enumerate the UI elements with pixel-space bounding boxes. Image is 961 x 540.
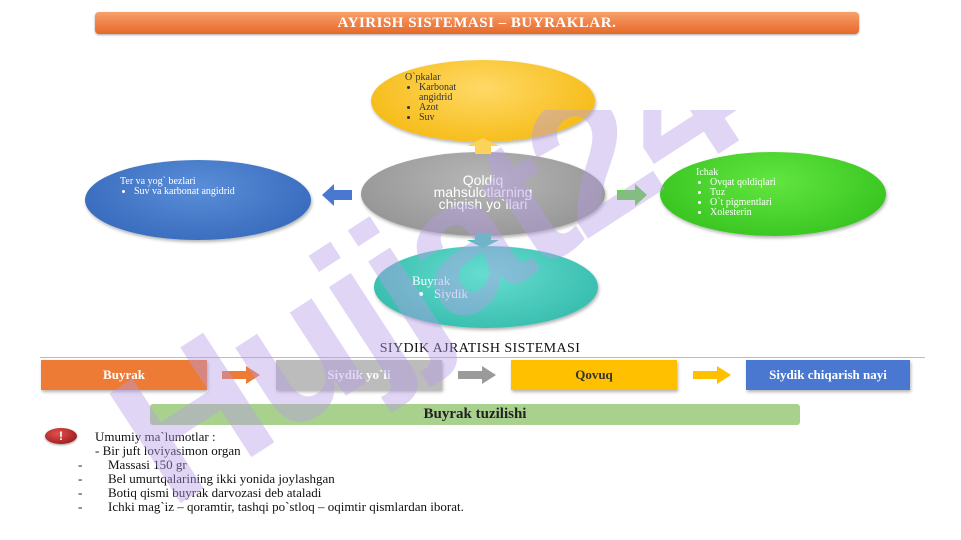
intestine-ellipse	[660, 152, 886, 236]
sweat-item: Suv va karbonat angidrid	[134, 187, 235, 197]
warning-icon: !	[45, 428, 77, 444]
center-text: Qoldiq mahsulotlarning chiqish yo`llari	[361, 172, 605, 212]
dash: -	[78, 457, 83, 472]
kidney-item: Siydik	[434, 287, 468, 300]
info-line-row: - Massasi 150 gr	[78, 458, 187, 472]
kidney-list: Siydik	[412, 287, 468, 300]
arrow-right-icon	[617, 184, 647, 206]
lungs-item: Azot	[419, 103, 489, 113]
info-line: - Bir juft loviyasimon organ	[95, 443, 241, 458]
flow-box-buyrak: Buyrak	[41, 360, 207, 390]
info-line: Massasi 150 gr	[108, 457, 187, 472]
lungs-item: Suv	[419, 113, 489, 123]
lungs-list: Karbonat angidrid Azot Suv	[405, 83, 489, 123]
info-line-row: - Botiq qismi buyrak darvozasi deb atalad…	[78, 486, 321, 500]
intestine-item: Ovqat qoldiqlari	[710, 178, 776, 188]
dash: -	[78, 485, 83, 500]
info-line-row: - Bel umurtqalarining ikki yonida joylash…	[78, 472, 335, 486]
flow-box-yoli: Siydik yo`li	[276, 360, 442, 390]
intestine-item: Tuz	[710, 188, 776, 198]
lungs-text: O`pkalar Karbonat angidrid Azot Suv	[405, 73, 489, 123]
center-ellipse	[361, 152, 605, 236]
intestine-item: O`t pigmentlari	[710, 198, 776, 208]
kidney-heading: Buyrak	[412, 273, 451, 288]
divider	[40, 357, 925, 358]
intestine-list: Ovqat qoldiqlari Tuz O`t pigmentlari Xol…	[696, 178, 776, 218]
lungs-heading: O`pkalar	[405, 72, 441, 83]
center-line: chiqish yo`llari	[438, 196, 528, 212]
lungs-ellipse	[371, 60, 595, 142]
flow-arrow-icon	[693, 366, 731, 384]
sweat-heading: Ter va yog` bezlari	[120, 176, 196, 187]
center-line: Qoldiq	[462, 172, 504, 188]
sweat-glands-ellipse	[85, 160, 311, 240]
info-line: Ichki mag`iz – qoramtir, tashqi po`stloq…	[108, 499, 464, 514]
info-line-row: - Ichki mag`iz – qoramtir, tashqi po`stlo…	[78, 500, 464, 514]
dash: -	[78, 471, 83, 486]
flow-box-nayi: Siydik chiqarish nayi	[746, 360, 910, 390]
intestine-text: Ichak Ovqat qoldiqlari Tuz O`t pigmentla…	[696, 168, 776, 218]
flow-arrow-icon	[222, 366, 260, 384]
section-heading: SIYDIK AJRATISH SISTEMASI	[379, 341, 581, 356]
kidney-text: Buyrak Siydik	[412, 274, 468, 300]
arrow-left-icon	[322, 184, 352, 206]
intestine-heading: Ichak	[696, 167, 719, 178]
dash: -	[78, 499, 83, 514]
info-intro: Umumiy ma`lumotlar :	[95, 429, 216, 444]
sweat-text: Ter va yog` bezlari Suv va karbonat angi…	[120, 177, 235, 197]
sweat-list: Suv va karbonat angidrid	[120, 187, 235, 197]
intestine-item: Xolesterin	[710, 208, 776, 218]
page-title: AYIRISH SISTEMASI – BUYRAKLAR.	[95, 12, 859, 34]
info-line: Bel umurtqalarining ikki yonida joylashg…	[108, 471, 335, 486]
lungs-item: Karbonat angidrid	[419, 83, 489, 103]
arrow-up-icon	[463, 138, 503, 154]
info-line: Botiq qismi buyrak darvozasi deb ataladi	[108, 485, 322, 500]
flow-box-qovuq: Qovuq	[511, 360, 677, 390]
arrow-down-icon	[463, 234, 503, 248]
flow-arrow-icon	[458, 366, 496, 384]
structure-title: Buyrak tuzilishi	[150, 404, 800, 425]
kidney-ellipse	[374, 246, 598, 328]
center-line: mahsulotlarning	[433, 184, 533, 200]
